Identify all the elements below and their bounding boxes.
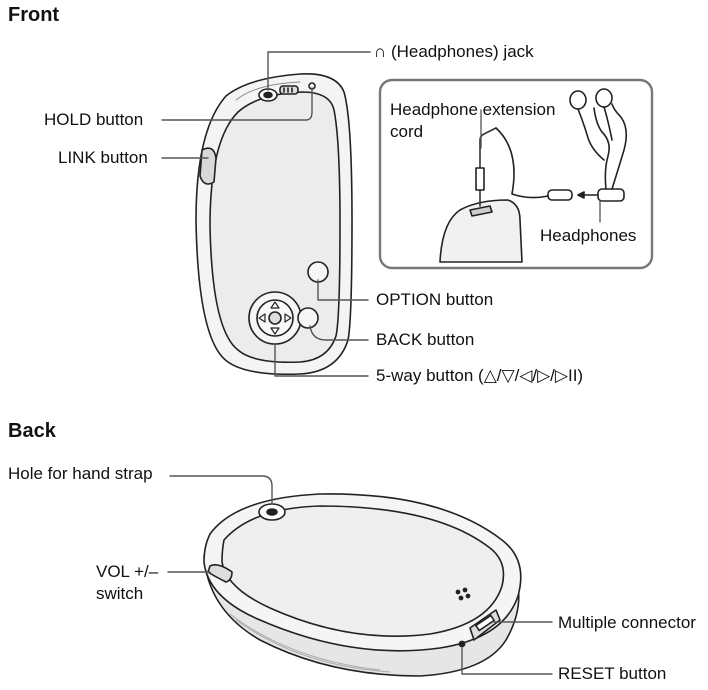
back-button-label: BACK button <box>376 330 475 349</box>
front-device <box>195 73 353 376</box>
option-button-label: OPTION button <box>376 290 494 309</box>
inset-headphones <box>378 78 654 270</box>
five-way-button-label: 5-way button (△/▽/◁/▷/▷II) <box>376 366 584 385</box>
back-leader-lines <box>167 475 553 675</box>
back-heading: Back <box>8 420 56 442</box>
vol-switch-label-line1: VOL +/– <box>96 562 159 581</box>
headphones-icon: ∩ <box>374 42 387 61</box>
back-device <box>203 493 522 677</box>
headphones-jack-text: (Headphones) jack <box>390 42 534 61</box>
hand-strap-hole-label: Hole for hand strap <box>8 464 153 483</box>
extension-cord-label-line2: cord <box>390 122 424 141</box>
multiple-connector-label: Multiple connector <box>558 613 696 632</box>
hold-button-label: HOLD button <box>44 110 144 129</box>
headphones-jack-label: ∩ (Headphones) jack <box>374 42 534 62</box>
front-leader-lines <box>161 51 371 377</box>
front-heading: Front <box>8 4 60 26</box>
vol-switch-label-line2: switch <box>96 584 144 603</box>
headphones-label: Headphones <box>540 226 637 245</box>
link-button-label: LINK button <box>58 148 148 167</box>
reset-button-label: RESET button <box>558 664 667 683</box>
extension-cord-label-line1: Headphone extension <box>390 100 556 119</box>
